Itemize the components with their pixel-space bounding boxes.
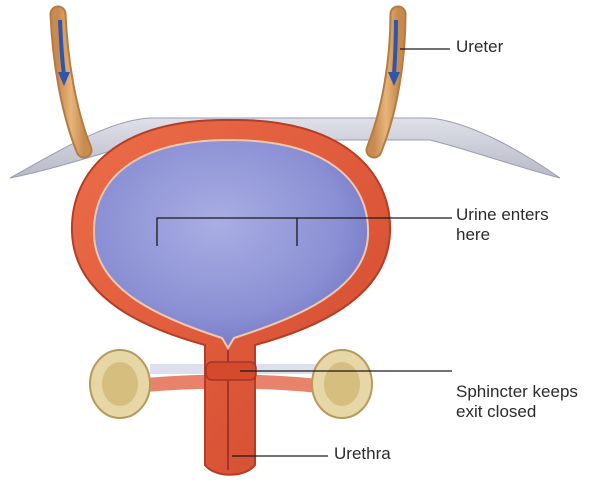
label-urine-line1: Urine enters xyxy=(456,205,549,225)
label-sphincter-line2: exit closed xyxy=(456,402,578,422)
label-urine-line2: here xyxy=(456,225,549,245)
label-sphincter-line1: Sphincter keeps xyxy=(456,382,578,402)
label-urine-enters: Urine enters here xyxy=(456,205,549,245)
label-urethra: Urethra xyxy=(334,444,391,464)
label-ureter: Ureter xyxy=(456,37,503,57)
label-sphincter: Sphincter keeps exit closed xyxy=(456,382,578,422)
